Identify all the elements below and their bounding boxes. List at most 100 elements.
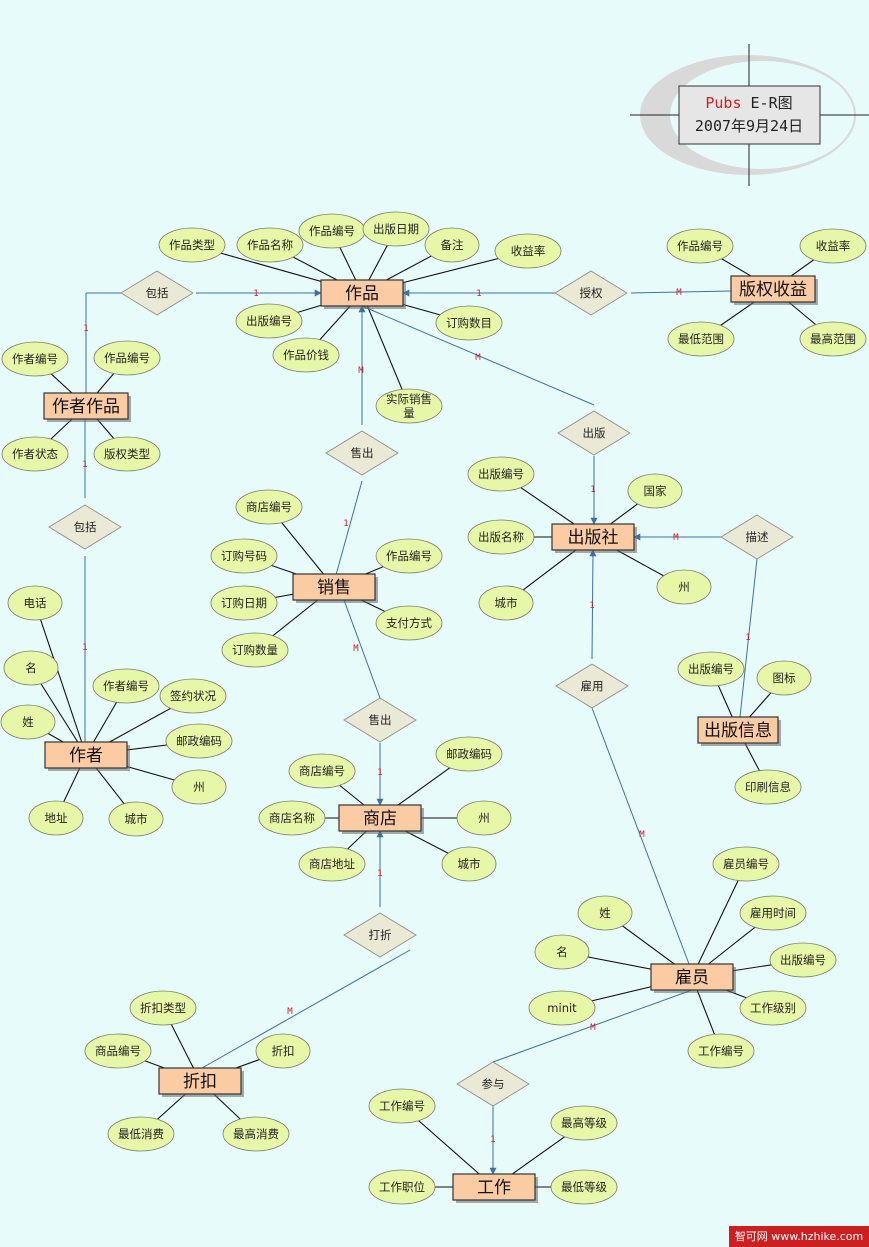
attribute-ellipse bbox=[528, 990, 596, 1026]
attribute-a18: 版权类型 bbox=[93, 436, 161, 472]
cardinality-label: 1 bbox=[343, 519, 348, 529]
attribute-label: 地址 bbox=[45, 811, 68, 825]
relationship-diamond bbox=[343, 912, 417, 958]
relationship-r_license: 授权 bbox=[554, 270, 628, 316]
entity-box bbox=[338, 804, 422, 832]
attribute-ellipse bbox=[667, 321, 735, 357]
attribute-label: 作品价钱 bbox=[283, 348, 329, 362]
attribute-a32: 作者编号 bbox=[92, 668, 160, 704]
attribute-ellipse bbox=[734, 769, 802, 805]
attribute-label: 国家 bbox=[644, 484, 667, 498]
attribute-label: 作品名称 bbox=[247, 238, 293, 252]
cardinality-label: 1 bbox=[589, 601, 594, 611]
entity-sales: 销售 bbox=[292, 573, 378, 603]
cardinality-label: 1 bbox=[590, 485, 595, 495]
attribute-label: 签约状况 bbox=[170, 689, 216, 703]
attribute-ellipse bbox=[739, 895, 807, 931]
entity-label: 折扣 bbox=[183, 1072, 217, 1092]
attribute-ellipse bbox=[129, 990, 197, 1026]
attribute-label: 作品编号 bbox=[677, 239, 723, 253]
attribute-label: 州 bbox=[478, 811, 490, 825]
entity-label: 工作 bbox=[477, 1178, 511, 1198]
title-badge: Pubs E-R图 2007年9月24日 bbox=[630, 44, 869, 186]
attribute-a10: 实际销售量 bbox=[375, 388, 443, 424]
attribute-label: 姓 bbox=[22, 715, 34, 729]
attribute-label: 出版名称 bbox=[478, 530, 524, 544]
attribute-label: 邮政编码 bbox=[446, 747, 492, 761]
entity-label: 商店 bbox=[363, 809, 397, 829]
attribute-a34: 姓 bbox=[0, 704, 56, 740]
attribute-label: 作品编号 bbox=[309, 224, 355, 238]
cardinality-label: 1 bbox=[83, 324, 88, 334]
relationship-label: 雇用 bbox=[581, 679, 604, 693]
entity-copyright: 版权收益 bbox=[730, 275, 818, 305]
attribute-a13: 最低范围 bbox=[667, 321, 735, 357]
attribute-a5: 备注 bbox=[424, 227, 480, 263]
relationship-diamond bbox=[325, 430, 399, 476]
attribute-label: 实际销售量 bbox=[386, 392, 432, 420]
relationship-r_hire: 雇用 bbox=[555, 663, 629, 709]
attribute-a59: 最低消费 bbox=[107, 1116, 175, 1152]
relationship-label: 出版 bbox=[583, 426, 606, 440]
attribute-ellipse bbox=[368, 1088, 436, 1124]
entity-box bbox=[452, 1173, 536, 1201]
cardinality-label: 1 bbox=[476, 289, 481, 299]
attribute-ellipse bbox=[158, 227, 226, 263]
entity-label: 版权收益 bbox=[739, 280, 807, 300]
cardinality-label: 1 bbox=[82, 643, 87, 653]
cardinality-label: M bbox=[353, 644, 359, 654]
relationship-diamond bbox=[343, 697, 417, 743]
relationship-label: 包括 bbox=[74, 520, 97, 534]
entity-works: 作品 bbox=[320, 279, 406, 309]
attribute-ellipse bbox=[7, 585, 63, 621]
attribute-ellipse bbox=[375, 388, 443, 424]
relationship-diamond bbox=[48, 504, 122, 550]
entity-box bbox=[551, 523, 635, 551]
attribute-label: 工作编号 bbox=[379, 1099, 425, 1113]
attribute-label: 雇员编号 bbox=[723, 857, 769, 871]
attribute-ellipse bbox=[235, 303, 303, 339]
relationship-label: 参与 bbox=[482, 1077, 505, 1091]
attribute-ellipse bbox=[288, 753, 356, 789]
attribute-label: 出版编号 bbox=[688, 662, 734, 676]
attribute-ellipse bbox=[92, 668, 160, 704]
attribute-ellipse bbox=[210, 538, 278, 574]
attribute-ellipse bbox=[298, 846, 366, 882]
attribute-connector bbox=[361, 292, 410, 407]
attribute-ellipse bbox=[435, 736, 503, 772]
attribute-label: 订购数目 bbox=[446, 316, 492, 330]
svg-text:Pubs E-R图: Pubs E-R图 bbox=[705, 94, 792, 112]
attribute-label: 邮政编码 bbox=[176, 734, 222, 748]
attribute-a26: 国家 bbox=[627, 473, 683, 509]
attribute-ellipse bbox=[93, 436, 161, 472]
attribute-a60: 最高消费 bbox=[222, 1116, 290, 1152]
attribute-ellipse bbox=[769, 942, 837, 978]
cardinality-label: M bbox=[676, 288, 682, 298]
cardinality-label: M bbox=[639, 830, 645, 840]
relationship-connector bbox=[343, 599, 381, 699]
attribute-a52: 出版编号 bbox=[769, 942, 837, 978]
attribute-ellipse bbox=[362, 211, 430, 247]
entity-employee: 雇员 bbox=[650, 963, 736, 993]
attribute-ellipse bbox=[799, 228, 867, 264]
attribute-label: 订购数量 bbox=[232, 643, 278, 657]
title-prefix: Pubs bbox=[705, 94, 741, 112]
attribute-ellipse bbox=[712, 846, 780, 882]
entity-label: 销售 bbox=[317, 578, 351, 598]
attribute-label: 雇用时间 bbox=[750, 906, 796, 920]
attribute-a29: 州 bbox=[656, 569, 712, 605]
relationship-r_include2: 包括 bbox=[48, 504, 122, 550]
entity-box bbox=[650, 963, 734, 991]
attribute-label: 工作级别 bbox=[750, 1001, 796, 1015]
attribute-a56: 折扣类型 bbox=[129, 990, 197, 1026]
attribute-a2: 作品名称 bbox=[236, 227, 304, 263]
relationship-connector bbox=[361, 305, 595, 406]
attribute-a12: 收益率 bbox=[799, 228, 867, 264]
relationship-connector bbox=[201, 949, 411, 1069]
attribute-ellipse bbox=[28, 800, 84, 836]
attribute-ellipse bbox=[756, 660, 812, 696]
relationship-r_discount: 打折 bbox=[343, 912, 417, 958]
attribute-label: 工作编号 bbox=[698, 1044, 744, 1058]
attribute-ellipse bbox=[677, 651, 745, 687]
attribute-ellipse bbox=[222, 1116, 290, 1152]
